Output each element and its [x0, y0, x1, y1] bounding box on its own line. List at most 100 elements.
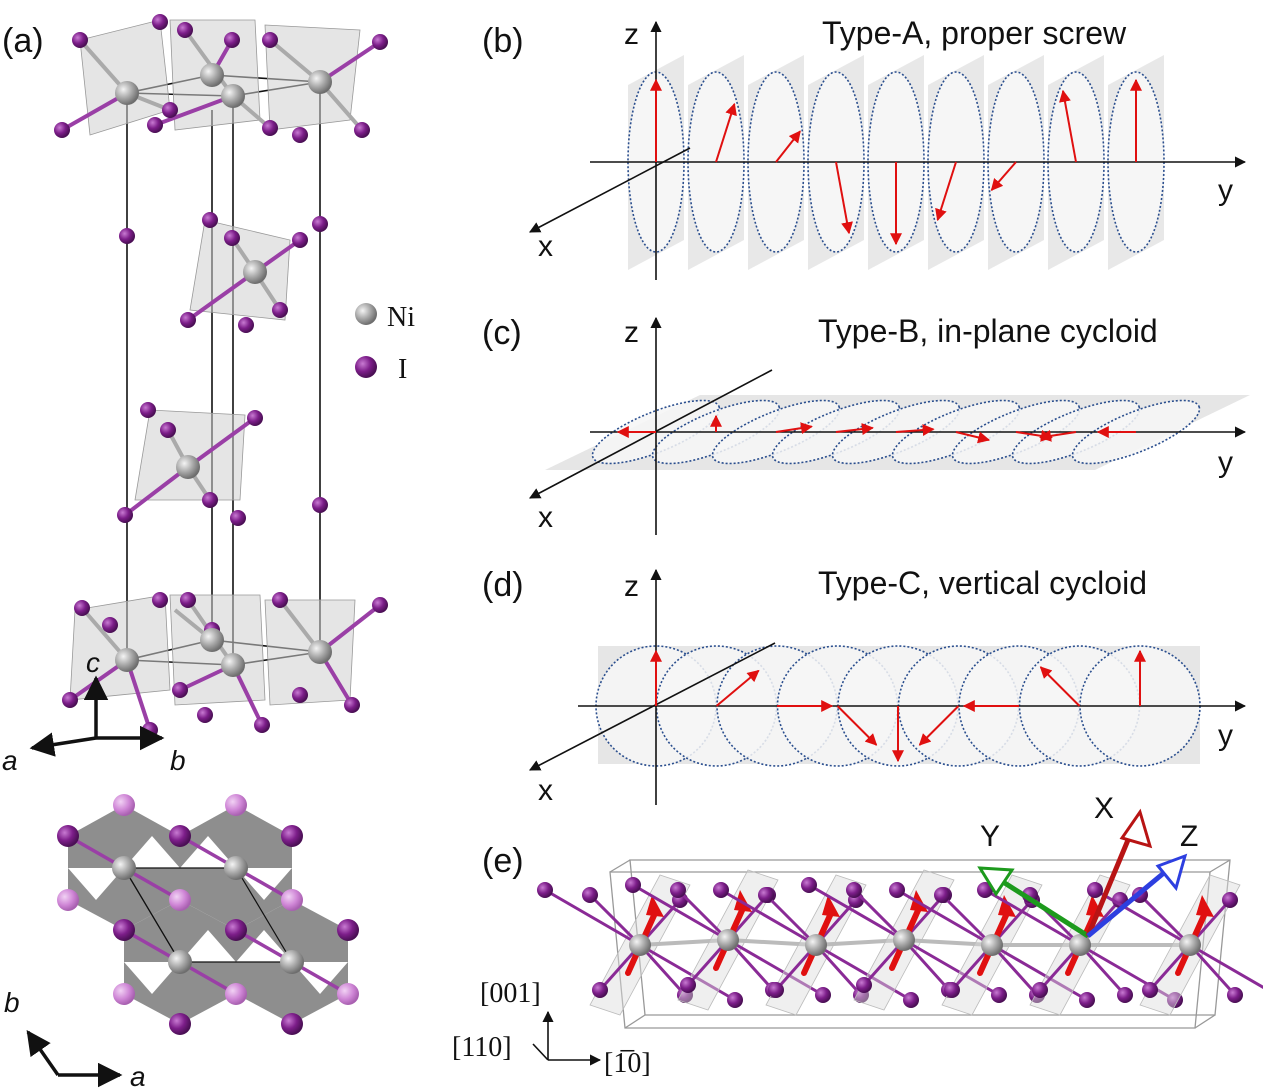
- iodine-atom: [1227, 987, 1243, 1003]
- ni-i-bond: [676, 888, 730, 942]
- iodine-atom: [582, 887, 598, 903]
- spin-arrow: [835, 161, 853, 235]
- frame-x-label: X: [1094, 792, 1114, 825]
- iodine-atom: [1222, 892, 1238, 908]
- iodine-atom: [856, 977, 872, 993]
- panel-a: (a): [2, 14, 415, 1089]
- iodine-atom: [934, 887, 950, 903]
- spin-arrow: [775, 422, 813, 435]
- ni-i-bond: [720, 888, 817, 947]
- iodine-atom: [977, 882, 993, 898]
- ni-i-bond: [808, 883, 905, 942]
- iodine-atom: [713, 882, 729, 898]
- ni-i-bond: [902, 938, 951, 992]
- axis-c-label: c: [86, 647, 100, 678]
- spin-arrow: [1059, 89, 1077, 163]
- axis-b-label: b: [170, 745, 186, 776]
- ni-i-bond: [727, 938, 824, 997]
- legend: Ni I: [355, 302, 415, 385]
- middle-octahedron-upper: [119, 212, 328, 333]
- frame-z-label: Z: [1180, 820, 1198, 853]
- ni-i-bond: [632, 883, 729, 942]
- panel-d-spins: [650, 649, 1146, 763]
- iodine-atom: [1117, 987, 1133, 1003]
- panel-b: (b) Type-A, proper screw z y x: [482, 15, 1247, 280]
- ni-ni-bond: [815, 938, 905, 947]
- iodine-atom: [889, 882, 905, 898]
- panel-d: (d) Type-C, vertical cycloid z y x: [482, 565, 1247, 807]
- iodine-atom: [1167, 992, 1183, 1008]
- dir-1-10-label: [1̅0]: [604, 1048, 651, 1079]
- panel-b-title: Type-A, proper screw: [822, 15, 1127, 51]
- topview-axis-b-label: b: [4, 987, 20, 1018]
- panel-e: (e) Y X Z [001] [110] [1̅0]: [452, 792, 1263, 1079]
- iodine-atom: [846, 882, 862, 898]
- panel-d-title: Type-C, vertical cycloid: [818, 565, 1147, 601]
- panel-c-x-label: x: [538, 501, 553, 534]
- iodine-atom: [592, 982, 608, 998]
- moment-head: [646, 895, 664, 917]
- dir-001-label: [001]: [480, 978, 541, 1009]
- panel-b-z-label: z: [624, 18, 639, 51]
- ni-i-bond: [990, 943, 1039, 997]
- iodine-atom: [537, 882, 553, 898]
- spin-arrow: [895, 424, 935, 437]
- ni-atom: [981, 934, 1003, 956]
- panel-e-directions: [001] [110] [1̅0]: [452, 978, 651, 1079]
- panel-c: (c) Type-B, in-plane cycloid z y x: [482, 313, 1250, 535]
- legend-i-swatch: [355, 356, 377, 378]
- iodine-atom: [1087, 882, 1103, 898]
- panel-c-label: (c): [482, 314, 522, 352]
- moment-head: [1196, 895, 1214, 917]
- unit-cell-edges: [126, 74, 321, 666]
- ni-i-bond: [638, 943, 687, 997]
- dir-110-label: [110]: [452, 1032, 512, 1063]
- iodine-atom: [1142, 982, 1158, 998]
- ni-atom: [805, 934, 827, 956]
- ni-i-bond: [764, 893, 818, 947]
- iodine-atom: [991, 987, 1007, 1003]
- ni-atom: [893, 929, 915, 951]
- spin-arrow: [835, 423, 874, 436]
- top-layer: [54, 14, 388, 143]
- panel-b-spins: [650, 78, 1142, 246]
- spin-arrow: [715, 102, 737, 163]
- iodine-atom: [758, 887, 774, 903]
- panel-d-x-label: x: [538, 774, 553, 807]
- spin-arrow: [935, 161, 957, 222]
- ni-i-bond: [588, 893, 642, 947]
- ni-i-bond: [639, 943, 736, 1002]
- panel-e-label: (e): [482, 842, 524, 880]
- panel-e-frame: Y X Z: [977, 792, 1198, 939]
- legend-ni-label: Ni: [387, 302, 415, 333]
- ni-i-bond: [991, 943, 1088, 1002]
- panel-b-label: (b): [482, 22, 524, 60]
- ni-i-bond: [1188, 943, 1237, 997]
- panel-b-x-label: x: [538, 230, 553, 263]
- ni-i-bond: [852, 888, 906, 942]
- ni-i-bond: [1138, 893, 1192, 947]
- axes-3d-a: c a b: [2, 647, 186, 776]
- ni-i-bond: [1189, 943, 1263, 989]
- axes-top-view: b a: [4, 987, 146, 1089]
- spin-arrow: [1039, 666, 1081, 707]
- ni-ni-bond: [903, 938, 993, 947]
- bottom-layer: [62, 592, 388, 738]
- panel-c-z-label: z: [624, 316, 639, 349]
- panel-c-y-label: y: [1218, 446, 1233, 479]
- iodine-atom: [1079, 992, 1095, 1008]
- ni-i-bond: [896, 888, 993, 947]
- panel-d-y-label: y: [1218, 719, 1233, 752]
- moment-head: [822, 895, 840, 917]
- panel-d-label: (d): [482, 566, 524, 604]
- spin-arrow: [918, 705, 960, 746]
- ni-i-bond: [984, 888, 1081, 947]
- iodine-atom: [680, 977, 696, 993]
- ni-i-bond: [1079, 943, 1176, 1002]
- iodine-atom: [903, 992, 919, 1008]
- panel-e-chain: [537, 869, 1263, 1016]
- top-view: [57, 794, 359, 1035]
- ni-i-bond: [814, 943, 863, 997]
- panel-c-spins: [616, 414, 1136, 444]
